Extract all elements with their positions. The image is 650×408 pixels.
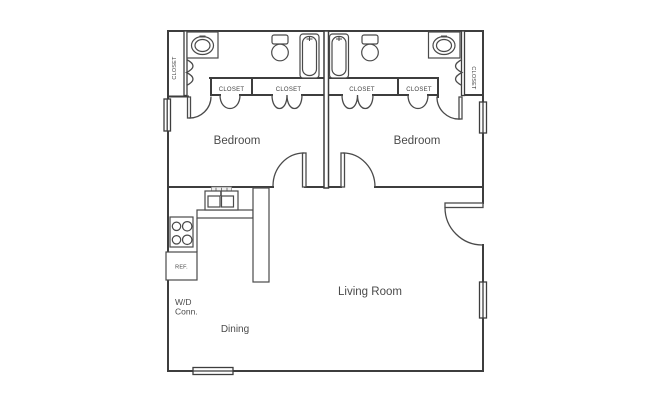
kitchen-sink-icon [204, 190, 239, 211]
closet2-door-arcs [271, 94, 303, 110]
closet1-label: CLOSET [219, 87, 245, 93]
kitchen-counter-top [196, 209, 254, 219]
washer-dryer-label-line1: W/D [175, 297, 192, 307]
bathroom-sink-icon-2 [427, 31, 461, 59]
closet3-label: CLOSET [349, 87, 375, 93]
bathroom-sink-icon-1 [186, 31, 219, 59]
wall-closet-partitions [210, 77, 439, 98]
bathtub-icon-1 [299, 33, 320, 79]
wall-right-closet [460, 30, 466, 97]
bathroom1-door [186, 96, 212, 119]
closet3-door-arcs [341, 94, 374, 110]
refrigerator-icon [165, 251, 198, 281]
right-closet-accordion-door [454, 58, 464, 87]
window-left-bedroom1 [163, 98, 172, 132]
window-bottom-dining [192, 366, 234, 376]
windows [163, 98, 488, 376]
closet1-door-arc [219, 94, 241, 110]
closet4-label: CLOSET [406, 87, 432, 93]
left-closet-accordion-door [185, 58, 194, 87]
closet4-door-arc [407, 94, 429, 110]
bedroom1-door [272, 152, 307, 188]
living-room-label: Living Room [338, 286, 402, 298]
window-right-bedroom2 [478, 101, 488, 134]
left-closet-label: CLOSET [172, 56, 178, 80]
wall-left-closet [183, 30, 188, 97]
wall-center [323, 30, 330, 189]
washer-dryer-label-line2: Conn. [175, 307, 198, 317]
refrigerator-label: REF. [175, 265, 188, 271]
bath-fixtures [186, 31, 461, 79]
toilet-icon-2 [361, 34, 379, 62]
stove-icon [169, 216, 194, 248]
doors [185, 58, 484, 246]
kitchen [165, 186, 270, 283]
bedroom2-door [340, 152, 376, 188]
bedroom2-label: Bedroom [394, 135, 441, 147]
bathtub-icon-2 [328, 33, 350, 79]
entry-door [444, 202, 484, 246]
bedroom1-label: Bedroom [214, 135, 261, 147]
closet2-label: CLOSET [276, 87, 302, 93]
window-right-living [478, 281, 488, 319]
toilet-icon-1 [271, 34, 289, 62]
right-closet-label: CLOSET [470, 66, 476, 90]
dining-label: Dining [221, 324, 249, 335]
kitchen-peninsula [252, 187, 270, 283]
bathroom2-door [436, 96, 463, 120]
